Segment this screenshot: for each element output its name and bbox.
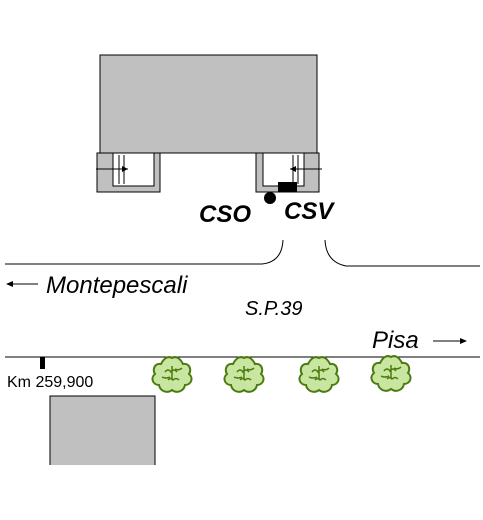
east-direction-label: Pisa	[372, 327, 419, 354]
cso-marker	[264, 192, 276, 204]
tree-icon	[298, 356, 340, 393]
lower-building	[49, 395, 156, 465]
tree-icon	[223, 356, 265, 393]
tree-icon	[370, 355, 412, 392]
arrow-right-icon	[433, 338, 467, 344]
csv-marker	[278, 182, 297, 192]
csv-label: CSV	[284, 198, 335, 225]
left-stairs	[96, 155, 128, 184]
km-marker-label: Km 259,900	[7, 374, 93, 391]
road-edge-left	[5, 239, 284, 265]
tree-icon	[151, 356, 193, 393]
road-edge-right	[324, 239, 480, 267]
right-stairs	[290, 155, 322, 184]
arrow-left-icon	[6, 281, 38, 287]
west-direction-label: Montepescali	[46, 272, 188, 299]
road-name-label: S.P.39	[245, 298, 302, 320]
km-post	[40, 357, 45, 369]
cso-label: CSO	[199, 201, 251, 228]
main-building	[99, 54, 318, 154]
